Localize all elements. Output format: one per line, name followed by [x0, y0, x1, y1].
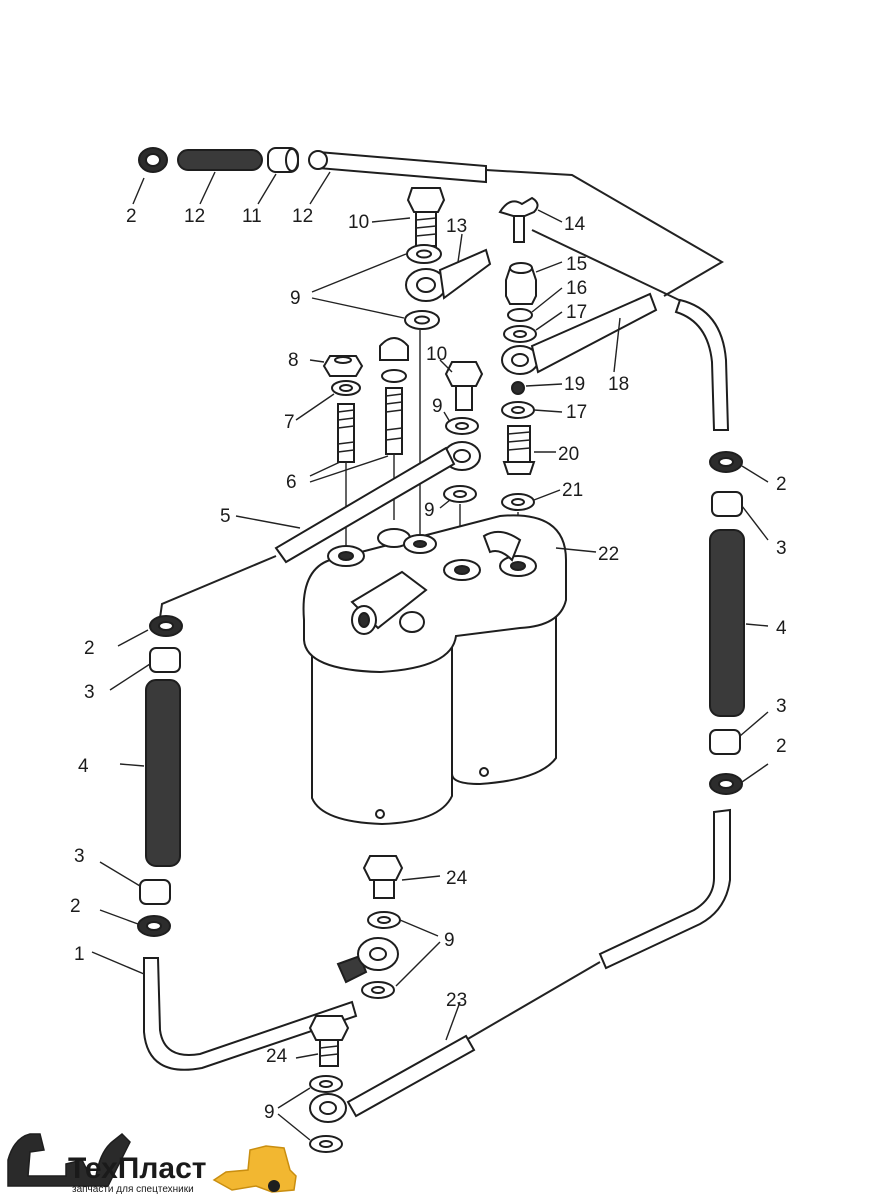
callout-3-right-top: 3	[776, 538, 787, 559]
callout-4-left: 4	[78, 756, 89, 777]
callout-2-left-bottom: 2	[70, 896, 81, 917]
callout-12-hose: 12	[184, 206, 205, 227]
callout-2-right-bottom: 2	[776, 736, 787, 757]
callout-17-mid: 17	[566, 402, 587, 423]
callout-16: 16	[566, 278, 587, 299]
callout-6: 6	[286, 472, 297, 493]
callout-3-left-bottom: 3	[74, 846, 85, 867]
right-hose-stack	[346, 451, 769, 1118]
callout-9-top: 9	[290, 288, 301, 309]
excavator-icon	[7, 1132, 131, 1187]
callout-19: 19	[564, 374, 585, 395]
callout-10-mid: 10	[426, 344, 447, 365]
callout-24-upper: 24	[446, 868, 468, 889]
callout-5: 5	[220, 506, 231, 527]
callout-3-right-bottom: 3	[776, 696, 787, 717]
callout-9-bottom-lower: 9	[264, 1102, 275, 1123]
callout-8: 8	[288, 350, 299, 371]
callout-13: 13	[446, 216, 467, 237]
callout-17-top: 17	[566, 302, 587, 323]
callout-2-top: 2	[126, 206, 137, 227]
logo-brand: ТехПласт	[68, 1152, 207, 1185]
callout-15: 15	[566, 254, 587, 275]
callout-7: 7	[284, 412, 295, 433]
callout-labels: 2 12 11 12 10 13 14 15 16 17 9 8 10 19 1…	[70, 206, 787, 1123]
bleed-valve-assembly	[498, 196, 658, 560]
callout-14: 14	[564, 214, 586, 235]
callout-12-tube: 12	[292, 206, 313, 227]
fuel-pipe-5	[159, 446, 456, 619]
callout-11: 11	[242, 206, 262, 227]
banjo-fitting-upper	[311, 187, 492, 540]
stud-assembly	[295, 337, 484, 560]
callout-18: 18	[608, 374, 629, 395]
callout-20: 20	[558, 444, 579, 465]
callout-2-right-top: 2	[776, 474, 787, 495]
filter-housing	[302, 514, 597, 826]
callout-3-left-top: 3	[84, 682, 95, 703]
logo-tagline: запчасти для спецтехники	[72, 1184, 194, 1195]
callout-9-bottom-upper: 9	[444, 930, 455, 951]
left-hose-stack	[91, 615, 399, 1071]
bottom-fittings	[277, 855, 441, 1153]
callout-10-top: 10	[348, 212, 369, 233]
callout-4-right: 4	[776, 618, 787, 639]
callout-1: 1	[74, 944, 85, 965]
callout-23: 23	[446, 990, 467, 1011]
callout-22: 22	[598, 544, 619, 565]
loader-icon	[212, 1145, 297, 1193]
callout-9-lower: 9	[424, 500, 435, 521]
techplast-logo: ТехПласт запчасти для спецтехники	[7, 1132, 297, 1195]
top-hose-assembly	[132, 147, 730, 431]
callout-9-mid: 9	[432, 396, 443, 417]
callout-2-left-top: 2	[84, 638, 95, 659]
callout-21: 21	[562, 480, 583, 501]
callout-24-lower: 24	[266, 1046, 288, 1067]
